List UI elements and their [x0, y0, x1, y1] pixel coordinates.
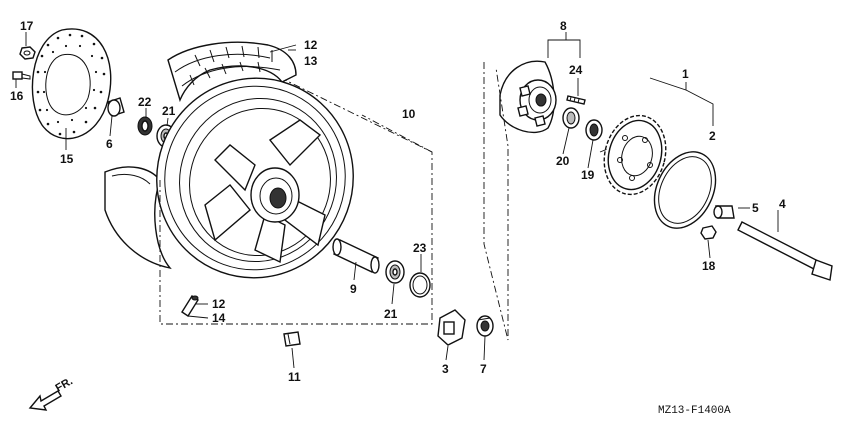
callout-12b: 12 — [212, 297, 226, 311]
sprocket-stud — [566, 95, 586, 105]
assembly-outlines — [159, 62, 611, 341]
disc-nut — [19, 46, 36, 60]
direction-label: FR. — [54, 375, 75, 394]
callout-24: 24 — [569, 63, 583, 77]
front-arrow-icon — [28, 390, 62, 411]
callout-21a: 21 — [162, 104, 176, 118]
callout-11: 11 — [288, 370, 301, 384]
flange-seal — [585, 119, 603, 141]
tire — [167, 41, 297, 103]
sprocket-flange — [499, 60, 557, 133]
callout-18: 18 — [702, 259, 716, 273]
callout-10: 10 — [402, 107, 416, 121]
driven-sprocket — [603, 114, 667, 196]
callout-13: 13 — [304, 54, 318, 68]
chain-adjuster — [437, 309, 466, 346]
brake-disc — [31, 28, 112, 140]
callout-20: 20 — [556, 154, 570, 168]
leader-lines — [15, 32, 779, 369]
callout-12a: 12 — [304, 38, 318, 52]
tire-valve — [181, 295, 199, 317]
axle-distance-collar — [713, 205, 735, 219]
axle-nut — [700, 225, 717, 240]
axle-collar — [332, 238, 380, 274]
callout-labels: 17 16 15 6 22 21 12 13 10 23 9 21 12 14 … — [10, 19, 786, 384]
side-collar — [476, 315, 494, 337]
oil-seal — [137, 116, 153, 136]
callout-17: 17 — [20, 19, 34, 33]
callout-4: 4 — [779, 197, 786, 211]
callout-16: 16 — [10, 89, 24, 103]
flange-bearing — [562, 107, 580, 129]
callout-22: 22 — [138, 95, 152, 109]
callout-21b: 21 — [384, 307, 398, 321]
disc-bolt — [12, 71, 31, 80]
callout-15: 15 — [60, 152, 74, 166]
callout-19: 19 — [581, 168, 595, 182]
diagram-code: MZ13-F1400A — [658, 405, 731, 417]
callout-3: 3 — [442, 362, 449, 376]
front-direction-indicator: FR. — [28, 375, 75, 411]
callout-7: 7 — [480, 362, 487, 376]
rear-wheel — [156, 77, 354, 279]
balance-weight — [283, 331, 301, 347]
callout-9: 9 — [350, 282, 357, 296]
collar — [107, 97, 125, 117]
callout-23: 23 — [413, 241, 427, 255]
sprocket-ring — [653, 151, 717, 229]
rear-axle — [737, 221, 833, 281]
right-bearing — [385, 260, 405, 284]
callout-6: 6 — [106, 137, 113, 151]
callout-2: 2 — [709, 129, 716, 143]
callout-14: 14 — [212, 311, 226, 325]
callout-5: 5 — [752, 201, 759, 215]
callout-8: 8 — [560, 19, 567, 33]
o-ring — [409, 272, 431, 298]
callout-1: 1 — [682, 67, 689, 81]
tire-lower-section — [104, 166, 172, 270]
